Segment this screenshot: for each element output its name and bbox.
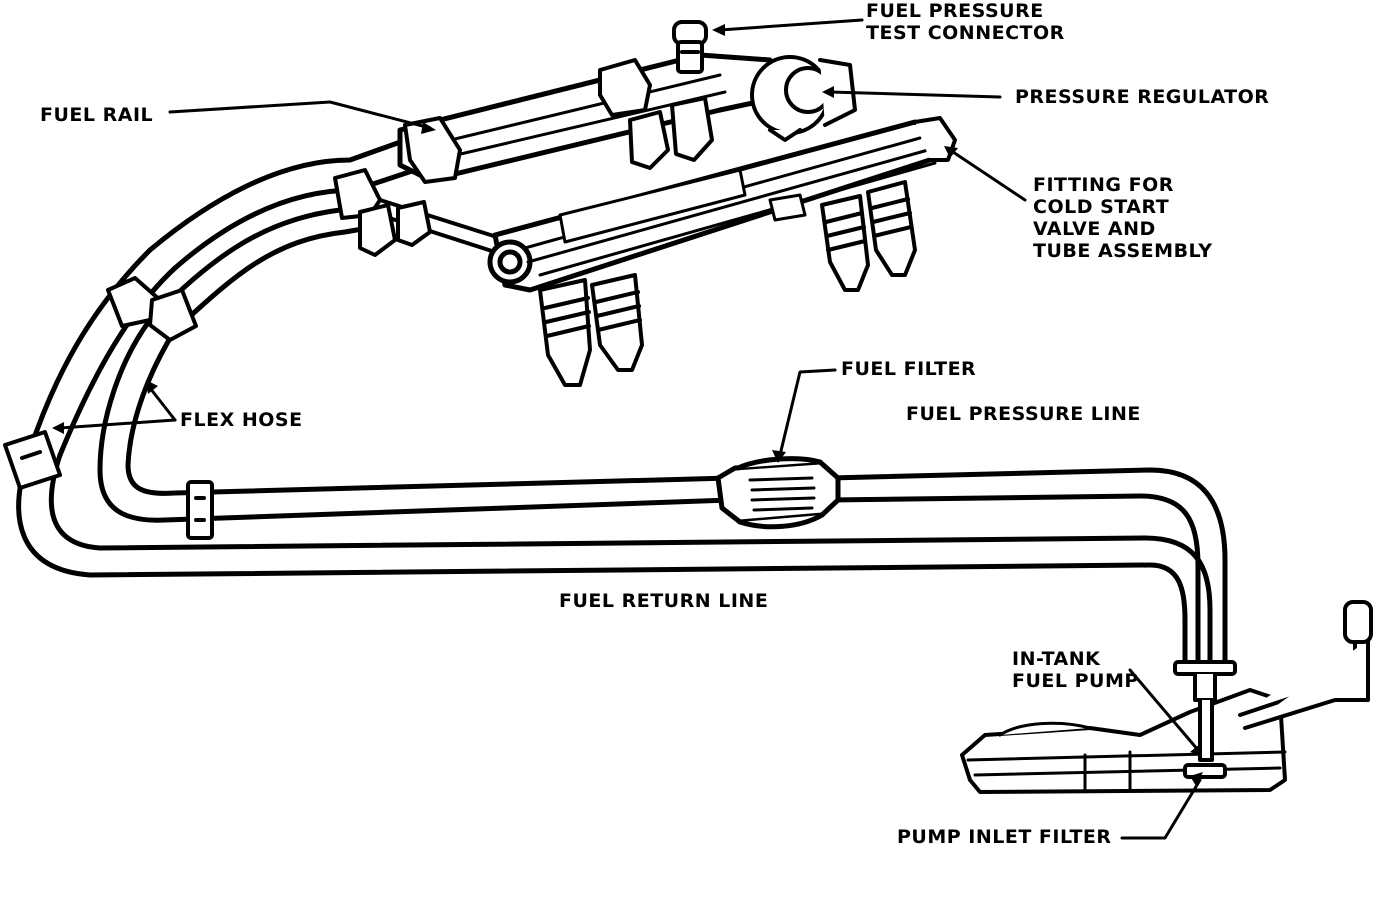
label-line: FUEL PRESSURE [866,0,1044,22]
label-line: FUEL RAIL [40,104,154,126]
label-line: FUEL PRESSURE LINE [906,403,1141,425]
label-line: PRESSURE REGULATOR [1015,86,1270,108]
hose-clamp [186,480,214,540]
label-cold-start-fitting: FITTING FOR COLD START VALVE AND TUBE AS… [1033,174,1212,262]
label-fuel-rail: FUEL RAIL [40,104,153,126]
label-line: FUEL PUMP [1012,670,1139,692]
label-line: FUEL FILTER [841,358,977,380]
filler-neck [1238,600,1373,730]
label-in-tank-fuel-pump: IN-TANK FUEL PUMP [1012,648,1139,692]
label-line: VALVE AND [1033,218,1156,240]
leader-lines [58,18,1202,840]
label-fuel-pressure-line: FUEL PRESSURE LINE [906,403,1141,425]
fuel-filter [715,456,841,530]
return-line-clamp [3,430,62,490]
rail-brackets [333,58,652,220]
label-fuel-filter: FUEL FILTER [841,358,976,380]
label-pressure-regulator: PRESSURE REGULATOR [1015,86,1269,108]
label-flex-hose: FLEX HOSE [180,409,303,431]
pressure-regulator [750,55,857,142]
fuel-tank [960,688,1287,794]
pressure-test-connector [672,20,708,74]
label-line: COLD START [1033,196,1170,218]
label-line: IN-TANK [1012,648,1101,670]
injectors-back [358,96,714,257]
label-line: FLEX HOSE [180,409,303,431]
in-tank-fuel-pump [1173,660,1237,779]
fuel-pressure-line [97,317,1228,671]
label-fuel-return-line: FUEL RETURN LINE [559,590,768,612]
label-line: TUBE ASSEMBLY [1033,240,1213,262]
label-pump-inlet-filter: PUMP INLET FILTER [897,826,1112,848]
flex-hose-clamps [106,276,198,342]
label-line: FITTING FOR [1033,174,1174,196]
cold-start-fitting [913,116,957,162]
label-line: FUEL RETURN LINE [559,590,769,612]
arrowheads [52,24,1203,786]
label-fuel-pressure-test-connector: FUEL PRESSURE TEST CONNECTOR [866,0,1065,44]
label-line: TEST CONNECTOR [866,22,1065,44]
injectors-front [538,180,917,387]
label-line: PUMP INLET FILTER [897,826,1112,848]
